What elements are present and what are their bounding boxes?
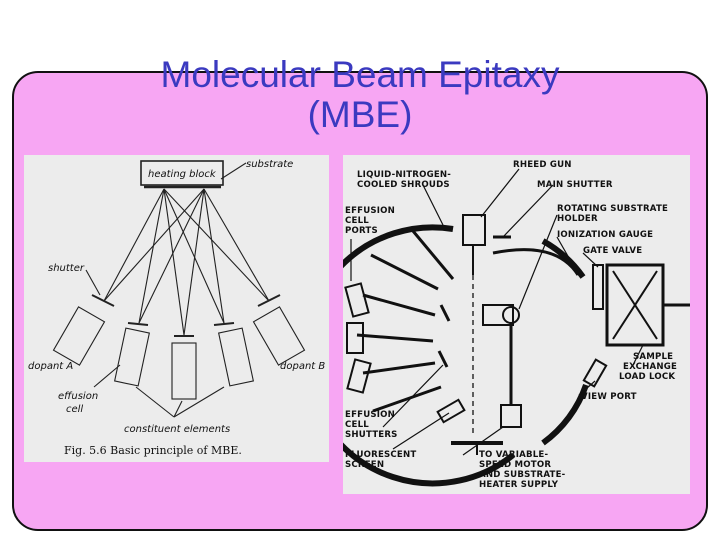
effusion-cell-ports (356, 230, 455, 413)
effusion-cell-label-2: cell (66, 404, 83, 415)
motor-label-4: HEATER SUPPLY (479, 480, 559, 490)
effusion-cell-2 (113, 327, 151, 387)
cell-shutter-2 (437, 350, 449, 368)
effusion-ports-label-3: PORTS (345, 226, 378, 236)
dopant-a-label: dopant A (28, 361, 73, 372)
fluorescent-label-1: FLUORESCENT (345, 450, 416, 460)
rheed-gun-label: RHEED GUN (513, 160, 572, 170)
effusion-ports-label-1: EFFUSION (345, 206, 395, 216)
dopant-b-label: dopant B (280, 361, 325, 372)
cell-shutter-1 (439, 304, 451, 322)
view-port-label: VIEW PORT (581, 392, 637, 402)
shutter-label: shutter (48, 263, 85, 274)
rheed-gun (462, 214, 486, 246)
figure-caption: Fig. 5.6 Basic principle of MBE. (64, 444, 242, 457)
effusion-cell-3 (171, 342, 197, 400)
effusion-cell-label-1: effusion (58, 391, 98, 402)
chamber-wall (343, 224, 515, 487)
main-shutter-label: MAIN SHUTTER (537, 180, 613, 190)
rotating-substrate-holder (502, 306, 520, 324)
ln-shroud-label-2: COOLED SHROUDS (357, 180, 450, 190)
shutter-4 (213, 322, 235, 326)
shutter-2 (127, 322, 149, 326)
heating-block (140, 160, 224, 186)
cell-shutters-label-1: EFFUSION (345, 410, 395, 420)
effusion-cell-4 (217, 327, 255, 387)
mbe-system-svg: LIQUID-NITROGEN- COOLED SHROUDS RHEED GU… (343, 160, 690, 490)
motor-label-3: AND SUBSTRATE- (479, 470, 566, 480)
ln-shroud-label-1: LIQUID-NITROGEN- (357, 170, 451, 180)
title-line-1: Molecular Beam Epitaxy (160, 54, 560, 95)
substrate-label: substrate (246, 159, 293, 170)
motor-label-1: TO VARIABLE- (479, 450, 548, 460)
sample-label-1: SAMPLE (633, 352, 673, 362)
gate-valve (592, 264, 604, 310)
sample-label-3: LOAD LOCK (619, 372, 675, 382)
fluorescent-screen (436, 398, 466, 424)
title-line-2: (MBE) (307, 94, 413, 135)
effusion-ports-label-2: CELL (345, 216, 369, 226)
effusion-cell-dopant-b (252, 306, 306, 366)
ionization-gauge-label: IONIZATION GAUGE (557, 230, 653, 240)
rotating-holder-label-2: HOLDER (557, 214, 598, 224)
slide-title: Molecular Beam Epitaxy (MBE) (0, 55, 720, 135)
constituent-elements-label: constituent elements (124, 424, 230, 435)
fluorescent-label-2: SCREEN (345, 460, 384, 470)
basic-principle-svg: heating block substrate shutter dopant A… (28, 159, 325, 457)
substrate-leader (220, 162, 247, 180)
sample-label-2: EXCHANGE (623, 362, 677, 372)
cell-shutters-label-3: SHUTTERS (345, 430, 398, 440)
mbe-system-figure: LIQUID-NITROGEN- COOLED SHROUDS RHEED GU… (343, 155, 690, 494)
basic-principle-figure: heating block substrate shutter dopant A… (24, 155, 329, 462)
molecular-beams (103, 188, 270, 336)
shutter-1 (91, 294, 115, 307)
gate-valve-label: GATE VALVE (583, 246, 642, 256)
motor-label-2: SPEED MOTOR (479, 460, 551, 470)
rotating-holder-label-1: ROTATING SUBSTRATE (557, 204, 668, 214)
ionization-gauge (492, 248, 580, 276)
cell-shutters-label-2: CELL (345, 420, 369, 430)
view-port (582, 358, 608, 388)
shutter-5 (257, 294, 281, 307)
heating-block-label: heating block (148, 169, 217, 180)
effusion-cell-dopant-a (52, 306, 106, 366)
